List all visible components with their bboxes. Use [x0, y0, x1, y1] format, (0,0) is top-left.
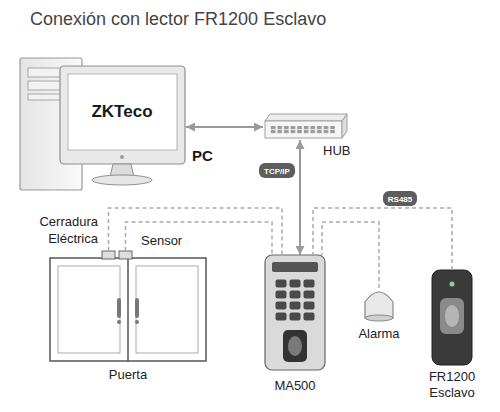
node-label: MA500 [274, 378, 315, 394]
door-handle [117, 298, 121, 318]
ma500-terminal: MA500 [265, 255, 325, 370]
pc: PC [18, 58, 186, 192]
door-knob [117, 320, 121, 324]
switch-top [265, 114, 347, 121]
monitor-base [92, 175, 152, 185]
fr1200-window [440, 298, 464, 334]
edge-label-badge: RS485 [383, 191, 417, 206]
node-label: HUB [323, 143, 350, 159]
dashed-wire [126, 222, 273, 255]
node-label: Alarma [358, 326, 399, 342]
edge-label: TCP/IP [264, 167, 290, 176]
network-link [299, 140, 301, 255]
alarm-base [365, 315, 393, 321]
fr1200-led [450, 282, 455, 287]
dashed-wire [313, 208, 452, 270]
alarm: Alarma [365, 288, 393, 320]
fr1200-body [432, 270, 472, 365]
hub: HUB [263, 114, 347, 140]
dashed-wire [109, 208, 283, 255]
door-split [127, 258, 129, 361]
ma500-display [272, 262, 318, 272]
door: Puerta [50, 258, 206, 361]
door-knob [135, 320, 139, 324]
node-label: PC [192, 146, 213, 165]
door-sensor [119, 251, 132, 259]
fr1200-reader: FR1200 Esclavo [432, 270, 472, 365]
door-handle [135, 298, 139, 318]
node-label: Cerradura Eléctrica [26, 213, 98, 247]
edge-label-badge: TCP/IP [259, 163, 295, 178]
edge-label: RS485 [388, 195, 412, 204]
door-sensor: Sensor [119, 251, 132, 259]
fr1200-sensor [445, 305, 459, 327]
switch-side [342, 114, 347, 138]
electric-lock [102, 251, 115, 259]
dashed-wire [322, 222, 379, 288]
monitor [60, 66, 185, 164]
logo-text: ZKTeco [91, 101, 152, 122]
door-panel [136, 266, 198, 353]
alarm-dome [365, 292, 393, 318]
ma500-body [265, 255, 325, 370]
ma500-fingerprint-window [288, 336, 302, 356]
switch-ports [270, 125, 336, 134]
ma500-fingerprint [283, 330, 307, 362]
door-frame [50, 258, 206, 361]
switch-front [265, 121, 342, 138]
monitor-screen [68, 74, 177, 150]
diagram-title: Conexión con lector FR1200 Esclavo [30, 8, 326, 31]
power-button [120, 155, 124, 159]
door-panel [58, 266, 120, 353]
node-label: Sensor [141, 233, 182, 249]
node-label: FR1200 Esclavo [422, 369, 482, 401]
ma500-keypad [274, 278, 316, 322]
electric-lock: Cerradura Eléctrica [102, 251, 115, 259]
network-link [186, 126, 263, 128]
node-label: Puerta [109, 367, 147, 383]
